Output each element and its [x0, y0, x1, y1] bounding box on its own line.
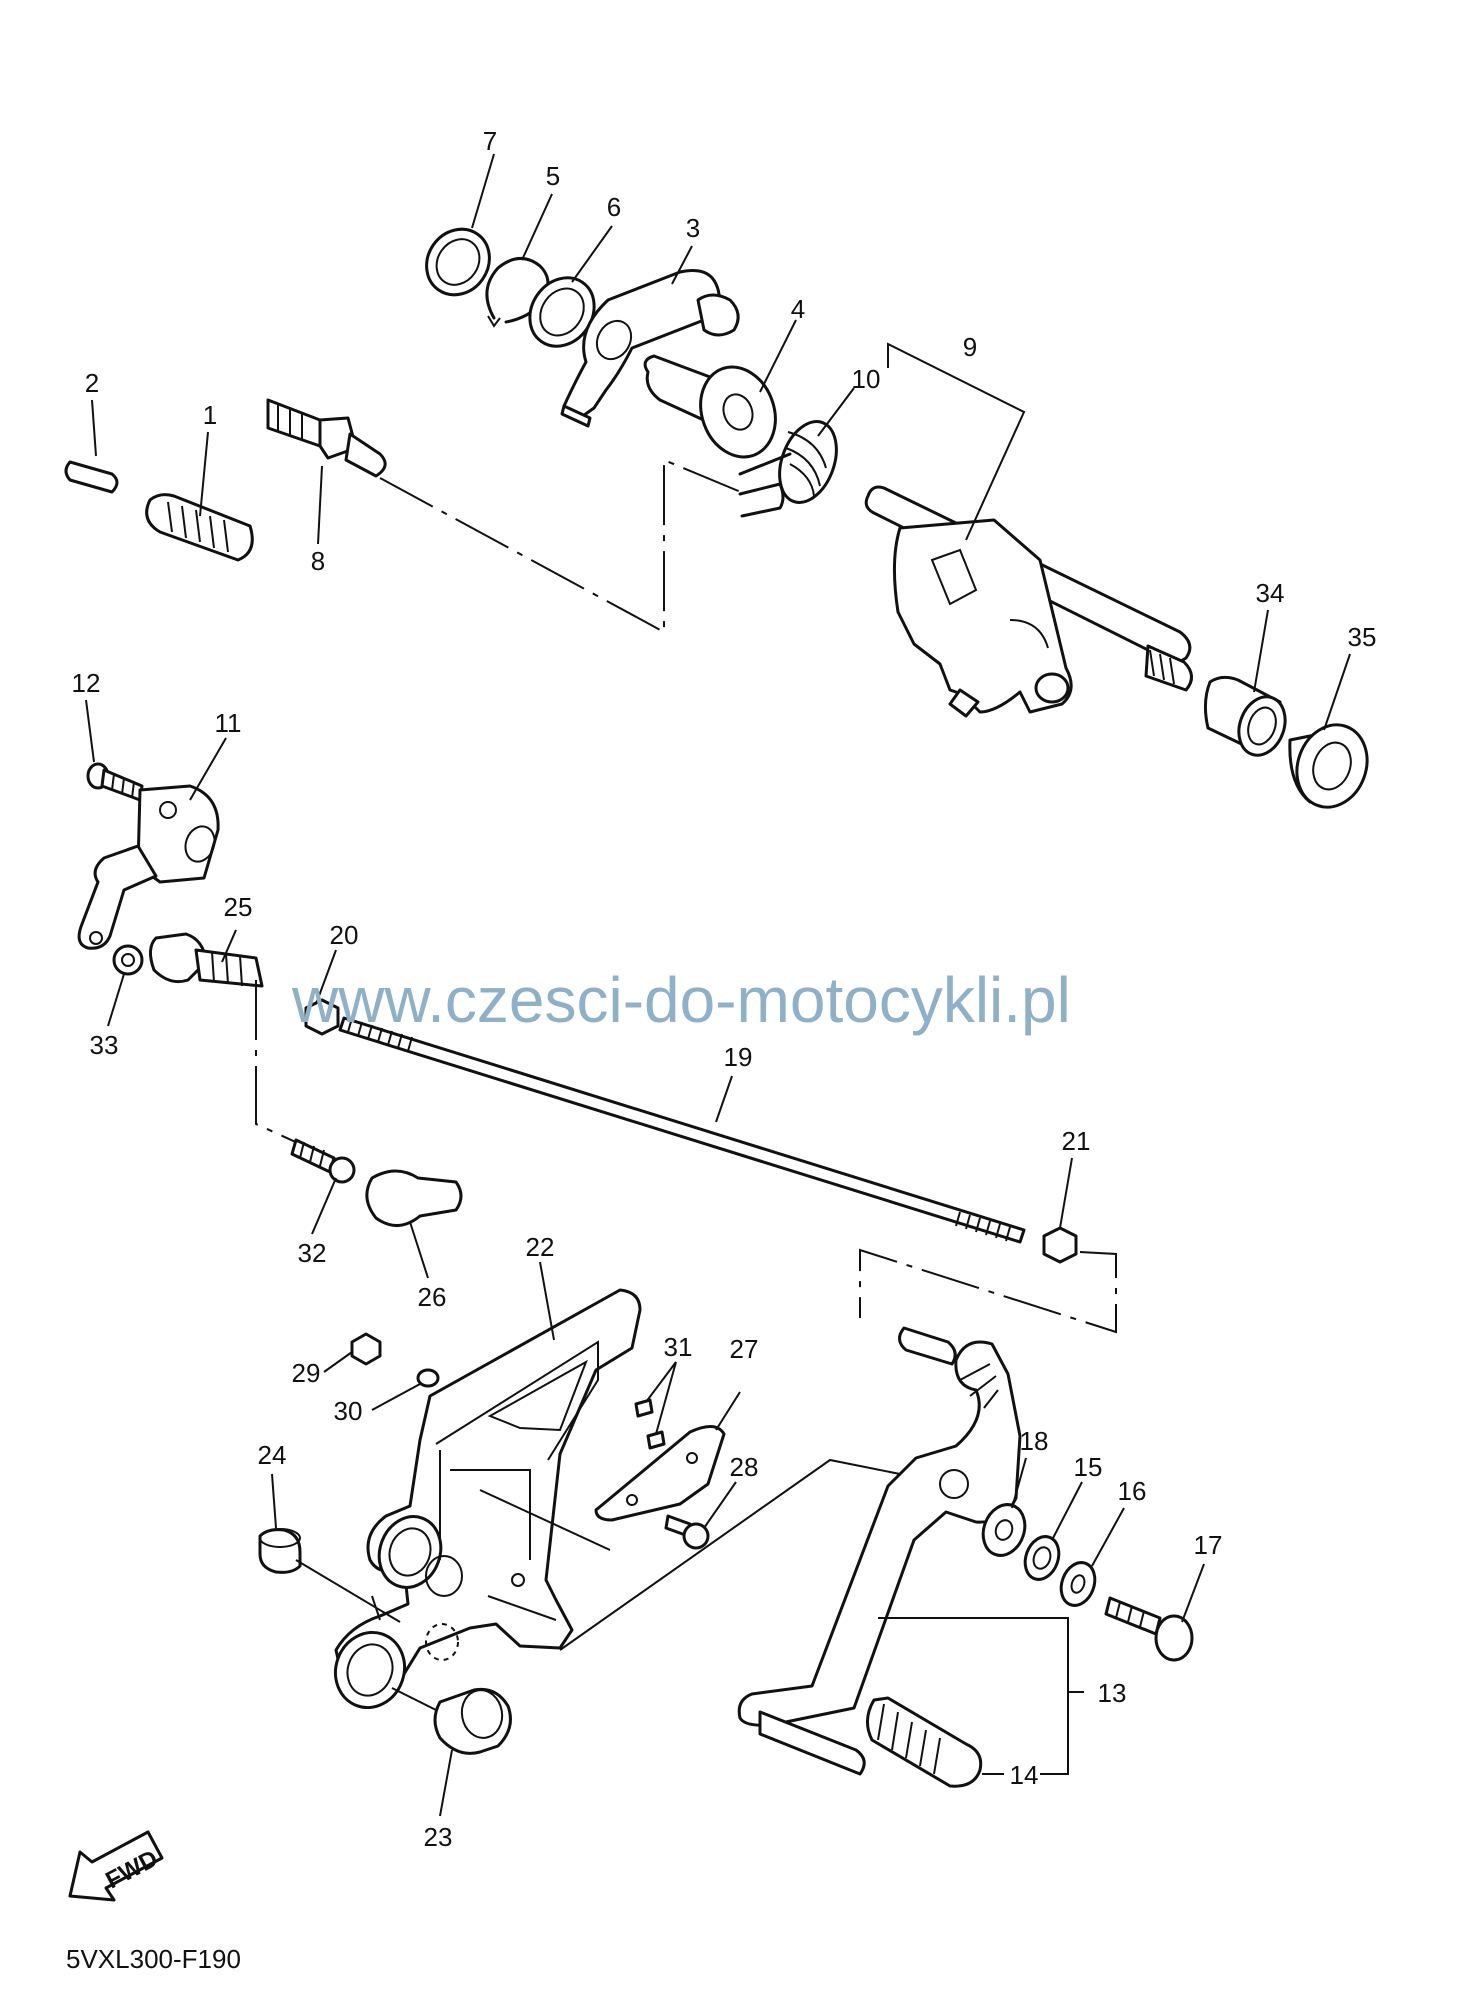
- callout-9: 9: [963, 332, 977, 362]
- callout-6: 6: [607, 192, 621, 222]
- callout-14: 14: [1010, 1760, 1039, 1790]
- callout-24: 24: [258, 1440, 287, 1470]
- callout-25: 25: [224, 892, 253, 922]
- callout-23: 23: [424, 1822, 453, 1852]
- callout-5: 5: [546, 161, 560, 191]
- callout-33: 33: [90, 1030, 119, 1060]
- part-35-oil-seal: [1288, 723, 1369, 809]
- part-4-collar: [643, 354, 777, 459]
- assembly-line-shaft: [379, 458, 761, 634]
- part-8-stud-bolt: [266, 398, 387, 478]
- part-32-bolt: [290, 1138, 356, 1184]
- part-23-footrest: [433, 1687, 512, 1755]
- callout-31: 31: [664, 1332, 693, 1362]
- callout-10: 10: [852, 364, 881, 394]
- callout-21: 21: [1062, 1126, 1091, 1156]
- callout-15: 15: [1074, 1452, 1103, 1482]
- watermark-text: www.czesci-do-motocykli.pl: [291, 964, 1071, 1036]
- callout-17: 17: [1194, 1530, 1223, 1560]
- part-16-washer: [1059, 1561, 1097, 1607]
- callout-22: 22: [526, 1232, 555, 1262]
- callout-13: 13: [1098, 1678, 1127, 1708]
- callout-19: 19: [724, 1042, 753, 1072]
- callout-7: 7: [483, 126, 497, 156]
- part-9-shift-shaft: [864, 485, 1193, 718]
- callout-35: 35: [1348, 622, 1377, 652]
- callout-26: 26: [418, 1282, 447, 1312]
- part-7-washer: [425, 227, 491, 297]
- part-10-torsion-spring: [738, 420, 838, 518]
- callout-2: 2: [85, 368, 99, 398]
- callout-27: 27: [730, 1334, 759, 1364]
- part-15-washer: [1023, 1535, 1061, 1581]
- part-14-pedal-rubber: [866, 1696, 983, 1788]
- part-17-pivot-bolt: [1104, 1596, 1194, 1662]
- callout-28: 28: [730, 1452, 759, 1482]
- callout-29: 29: [292, 1358, 321, 1388]
- callout-1: 1: [203, 400, 217, 430]
- assembly-line-rod-end: [255, 980, 301, 1145]
- part-30-washer: [416, 1368, 440, 1388]
- callout-18: 18: [1020, 1426, 1049, 1456]
- callout-3: 3: [686, 213, 700, 243]
- part-19-shift-rod: [338, 1016, 1026, 1244]
- part-13-shift-pedal: [737, 1326, 1022, 1776]
- callout-4: 4: [791, 294, 805, 324]
- part-22-bracket: [334, 1288, 642, 1710]
- part-31-clips: [634, 1398, 666, 1450]
- part-29-nut: [350, 1332, 382, 1366]
- callout-32: 32: [298, 1238, 327, 1268]
- part-20-nut: [304, 998, 340, 1036]
- part-28-screw: [664, 1514, 710, 1550]
- diagram-code: 5VXL300-F190: [66, 1944, 241, 1974]
- callout-leaders: [85, 153, 1351, 1817]
- part-2-pin: [64, 460, 119, 494]
- callout-11: 11: [215, 708, 242, 738]
- callout-8: 8: [311, 546, 325, 576]
- callout-12: 12: [72, 668, 101, 698]
- part-1-spring: [145, 493, 254, 562]
- callout-labels: 7 5 6 3 4 9 10 2 1 8 34 35 12 11 25 20 3…: [72, 126, 1377, 1852]
- part-25-rod-end: [149, 932, 264, 988]
- callout-34: 34: [1256, 578, 1285, 608]
- fwd-arrow-icon: FWD: [68, 1830, 164, 1902]
- callout-20: 20: [330, 920, 359, 950]
- part-33-washer: [112, 944, 144, 976]
- part-26-rod-end: [365, 1169, 463, 1227]
- part-21-nut: [1042, 1226, 1078, 1264]
- part-11-shift-arm: [77, 784, 220, 950]
- part-34-bush: [1203, 675, 1287, 757]
- part-3-arm: [560, 269, 740, 428]
- part-27-heel-plate: [594, 1425, 726, 1522]
- part-24-cap: [258, 1528, 302, 1574]
- part-12-bolt: [86, 762, 144, 802]
- assembly-line-pedal: [859, 1248, 1117, 1334]
- callout-16: 16: [1118, 1476, 1147, 1506]
- callout-30: 30: [334, 1396, 363, 1426]
